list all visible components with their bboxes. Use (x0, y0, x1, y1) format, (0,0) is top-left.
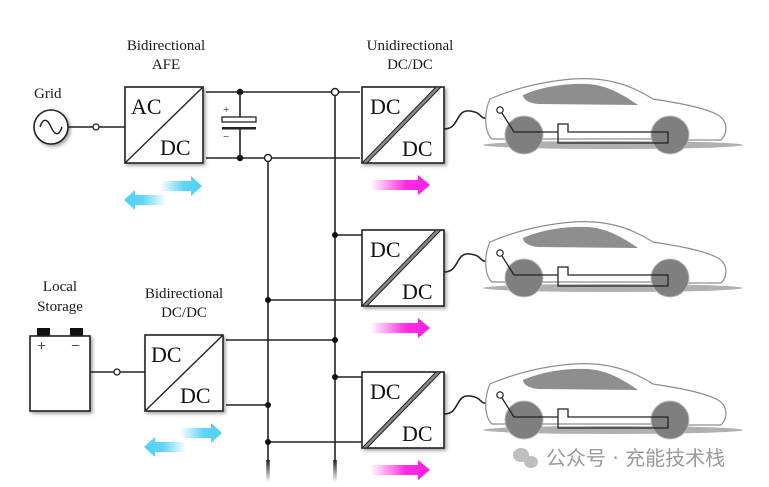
converter-top-label: DC (370, 94, 401, 119)
bidc-label-line2: DC/DC (161, 305, 207, 321)
converter-top-label: DC (370, 237, 401, 262)
dc-link-capacitor: + − (221, 92, 257, 158)
converter-top-label: DC (370, 379, 401, 404)
bidirectional-arrow-afe (124, 176, 202, 210)
dc-bus (206, 87, 362, 482)
wechat-icon (513, 448, 538, 468)
afe-label-line1: Bidirectional (127, 38, 205, 54)
converter-bottom-label: DC (402, 421, 433, 446)
bidc-top-label: DC (151, 342, 182, 367)
bidirectional-arrow-storage (144, 423, 222, 457)
grid-label: Grid (34, 86, 62, 102)
afe-label-line2: AFE (152, 57, 180, 73)
storage-label-line2: Storage (37, 299, 83, 315)
bidc-label-line1: Bidirectional (145, 286, 223, 302)
uni-label-line2: DC/DC (387, 57, 433, 73)
local-storage: Local Storage + − (29, 279, 145, 412)
watermark-text: 公众号 · 充能技术栈 (546, 446, 725, 470)
electric-vehicle-icon (482, 363, 744, 440)
afe-top-label: AC (131, 94, 162, 119)
storage-label-line1: Local (43, 279, 77, 295)
battery-icon (29, 335, 91, 412)
afe-bottom-label: DC (160, 135, 191, 160)
storage-dcdc-converter: Bidirectional DC/DC DC DC (144, 286, 224, 412)
unidirectional-arrow (370, 175, 430, 195)
electric-vehicle-icon (482, 221, 744, 298)
unidirectional-arrow (370, 460, 430, 480)
converter-bottom-label: DC (402, 279, 433, 304)
watermark: 公众号 · 充能技术栈 (513, 446, 725, 470)
capacitor-minus: − (223, 131, 229, 143)
battery-minus: − (71, 338, 80, 355)
electric-vehicle-icon (482, 78, 744, 155)
grid-source: Grid (33, 86, 125, 145)
uni-label-line1: Unidirectional (367, 38, 454, 54)
bidc-bottom-label: DC (180, 383, 211, 408)
afe-converter: Bidirectional AFE AC DC (124, 38, 205, 164)
unidirectional-arrow (370, 318, 430, 338)
capacitor-plus: + (223, 104, 229, 116)
battery-plus: + (37, 338, 46, 355)
converter-bottom-label: DC (402, 136, 433, 161)
